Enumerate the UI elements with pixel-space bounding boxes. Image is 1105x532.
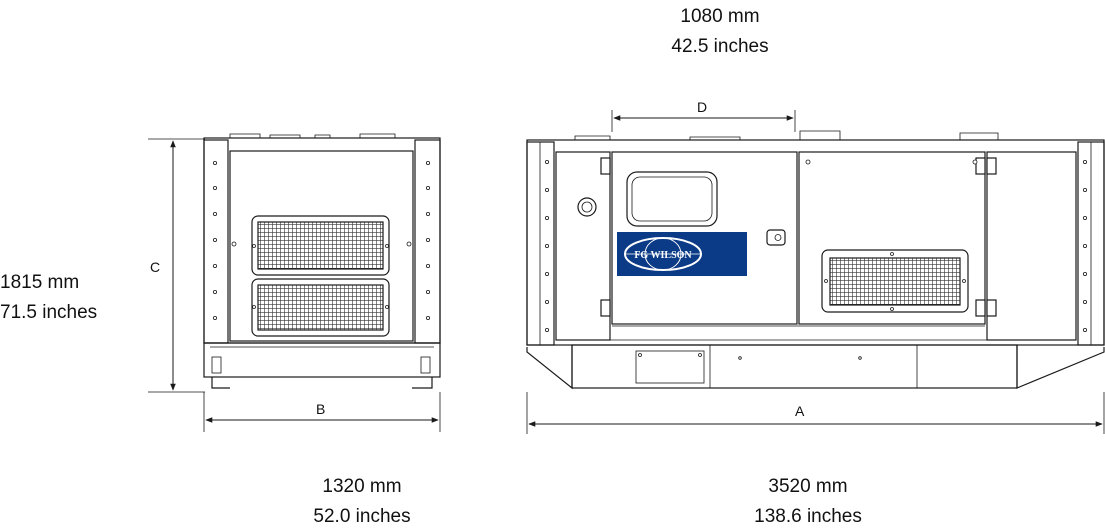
dimension-d-inches: 42.5 inches bbox=[671, 36, 769, 57]
dimension-a-mm: 3520 mm bbox=[768, 476, 848, 497]
dimension-d-label: D bbox=[697, 99, 707, 115]
dimension-c-value: 1815 mm 71.5 inches bbox=[0, 268, 130, 328]
dimension-b-inches: 52.0 inches bbox=[313, 506, 411, 527]
access-door bbox=[798, 151, 986, 325]
dimension-a-label: A bbox=[795, 403, 805, 419]
dimension-a-inches: 138.6 inches bbox=[754, 506, 862, 527]
dimension-d-value: 1080 mm 42.5 inches bbox=[640, 2, 800, 62]
dimension-c-mm: 1815 mm bbox=[0, 272, 80, 293]
control-door bbox=[611, 151, 798, 325]
dimension-b-label: B bbox=[316, 401, 325, 417]
logo-text: FG WILSON bbox=[634, 250, 692, 261]
dimension-c-inches: 71.5 inches bbox=[0, 302, 98, 323]
door-latch bbox=[766, 229, 786, 246]
dimension-a-value: 3520 mm 138.6 inches bbox=[728, 472, 888, 532]
dimension-c-label: C bbox=[150, 259, 160, 275]
side-view: C bbox=[148, 133, 441, 432]
front-view: D bbox=[526, 99, 1105, 434]
dimension-b-value: 1320 mm 52.0 inches bbox=[282, 472, 442, 532]
dimension-b-mm: 1320 mm bbox=[322, 476, 402, 497]
dimension-d-mm: 1080 mm bbox=[680, 6, 760, 27]
